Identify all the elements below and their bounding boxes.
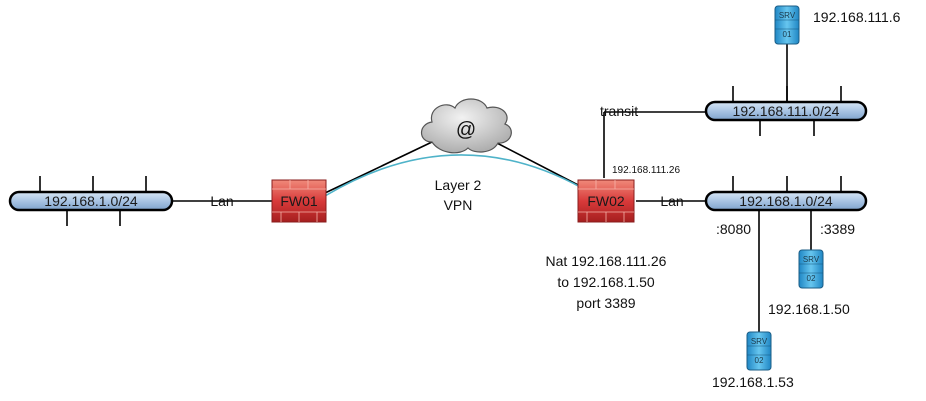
cloud-fw02-link	[494, 141, 583, 188]
cloud-shape	[420, 98, 512, 154]
transit-network-label: 192.168.111.0/24	[733, 103, 840, 119]
srv02a-ip-label: 192.168.1.50	[768, 301, 850, 317]
fw01-label: FW01	[280, 193, 318, 209]
server-name-line1: SRV	[751, 337, 768, 346]
srv02b-ip-label: 192.168.1.53	[712, 374, 794, 390]
fw02-label: FW02	[587, 193, 625, 209]
left-lan-link-label: Lan	[210, 193, 233, 209]
transit-bus: 192.168.111.0/24	[704, 86, 868, 136]
server-srv02b-icon: SRV 02	[746, 331, 772, 371]
server-body	[774, 5, 800, 45]
srv02b-port-label: :8080	[716, 221, 751, 237]
server-name-line2: 01	[783, 30, 792, 39]
cloud-at-symbol: @	[456, 119, 476, 141]
server-name-line1: SRV	[803, 255, 820, 264]
nat-note-line2: to 192.168.1.50	[557, 274, 655, 290]
firewall-fw01-icon: FW01	[271, 179, 327, 223]
remote-lan-bus: 192.168.1.0/24	[704, 176, 868, 212]
nat-note-line1: Nat 192.168.111.26	[546, 253, 667, 269]
vpn-label-line1: Layer 2	[435, 177, 482, 193]
internet-cloud-icon: @	[420, 98, 512, 154]
fw02-transit-ip-label: 192.168.111.26	[612, 165, 680, 176]
remote-lan-network-label: 192.168.1.0/24	[739, 193, 833, 209]
vpn-label-line2: VPN	[444, 197, 473, 213]
bus-pipe	[8, 190, 174, 212]
server-name-line2: 02	[807, 274, 816, 283]
left-lan-bus: 192.168.1.0/24	[8, 176, 174, 226]
srv01-ip-label: 192.168.111.6	[813, 9, 901, 25]
server-srv02a-icon: SRV 02	[798, 249, 824, 289]
server-srv01-icon: SRV 01	[774, 5, 800, 45]
server-body	[746, 331, 772, 371]
server-name-line1: SRV	[779, 11, 796, 20]
server-name-line2: 02	[755, 356, 764, 365]
left-lan-network-label: 192.168.1.0/24	[44, 193, 138, 209]
connections	[172, 44, 812, 332]
firewall-fw02-icon: FW02	[577, 179, 635, 223]
bus-pipe	[704, 100, 868, 122]
srv02a-port-label: :3389	[820, 221, 855, 237]
vpn-tunnel-curve	[324, 154, 583, 197]
bus-pipe	[704, 190, 868, 212]
right-lan-link-label: Lan	[660, 193, 683, 209]
transit-link-label: transit	[600, 103, 638, 119]
nat-note-line3: port 3389	[576, 295, 635, 311]
fw01-cloud-link	[324, 141, 433, 194]
server-body	[798, 249, 824, 289]
